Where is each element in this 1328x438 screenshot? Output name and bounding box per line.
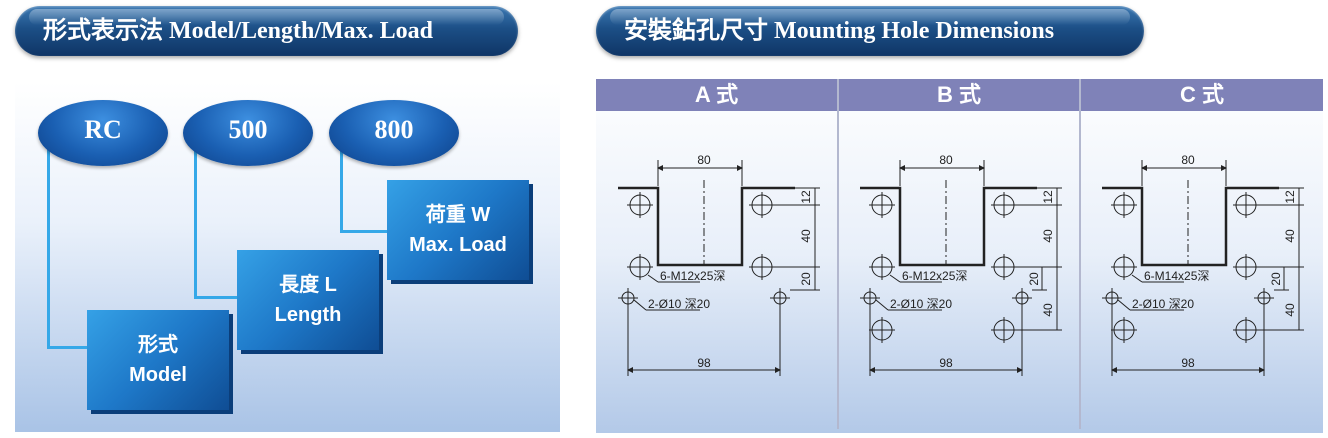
hole-label-a: 2-Ø10 深20 bbox=[648, 297, 710, 311]
dim-20-b: 20 bbox=[1027, 272, 1041, 286]
column-divider-1 bbox=[837, 79, 839, 429]
length-box-line2: Length bbox=[274, 304, 342, 326]
load-code-oval: 800 bbox=[329, 100, 459, 166]
dim-bottom-c: 98 bbox=[1181, 356, 1195, 370]
model-box-line1: 形式 bbox=[138, 334, 178, 356]
thread-label-a: 6-M12x25深 bbox=[660, 269, 725, 283]
model-box-line2: Model bbox=[129, 364, 187, 386]
connector-load-h bbox=[340, 230, 388, 233]
column-header-c: C 式 bbox=[1081, 79, 1323, 111]
mounting-title-banner: 安裝鉆孔尺寸 Mounting Hole Dimensions bbox=[596, 6, 1144, 56]
model-box: 形式 Model bbox=[87, 310, 229, 410]
dim-top-a: 80 bbox=[697, 153, 711, 167]
dim-40-c-lower: 40 bbox=[1283, 303, 1297, 317]
load-box-line2: Max. Load bbox=[409, 234, 507, 256]
column-header-b: B 式 bbox=[839, 79, 1079, 111]
dim-40-b: 40 bbox=[1041, 229, 1055, 243]
connector-length-h bbox=[194, 296, 238, 299]
mounting-drawing-b: 80 98 6-M12x25深 2-Ø10 深20 12 40 20 40 bbox=[860, 153, 1062, 376]
connector-model bbox=[47, 130, 50, 348]
load-box: 荷重 W Max. Load bbox=[387, 180, 529, 280]
dim-12-c: 12 bbox=[1283, 190, 1297, 204]
column-header-a: A 式 bbox=[596, 79, 837, 111]
dim-20-a: 20 bbox=[799, 272, 813, 286]
length-box: 長度 L Length bbox=[237, 250, 379, 350]
connector-load bbox=[340, 130, 343, 232]
mounting-drawing-a: 80 98 6-M12x25深 2-Ø10 深20 12 40 20 bbox=[618, 153, 820, 376]
length-box-line1: 長度 L bbox=[279, 274, 337, 296]
dim-12-b: 12 bbox=[1041, 190, 1055, 204]
connector-length bbox=[194, 130, 197, 298]
dim-40-b-lower: 40 bbox=[1041, 303, 1055, 317]
model-title-banner: 形式表示法 Model/Length/Max. Load bbox=[15, 6, 518, 56]
dim-40-c: 40 bbox=[1283, 229, 1297, 243]
dim-12-a: 12 bbox=[799, 190, 813, 204]
thread-label-c: 6-M14x25深 bbox=[1144, 269, 1209, 283]
mounting-title: 安裝鉆孔尺寸 Mounting Hole Dimensions bbox=[624, 18, 1055, 44]
model-title: 形式表示法 Model/Length/Max. Load bbox=[43, 18, 434, 44]
hole-label-c: 2-Ø10 深20 bbox=[1132, 297, 1194, 311]
thread-label-b: 6-M12x25深 bbox=[902, 269, 967, 283]
mounting-drawing-c: 80 98 6-M14x25深 2-Ø10 深20 12 40 20 40 bbox=[1102, 153, 1304, 376]
dim-20-c: 20 bbox=[1269, 272, 1283, 286]
dim-bottom-b: 98 bbox=[939, 356, 953, 370]
dim-bottom-a: 98 bbox=[697, 356, 711, 370]
column-divider-2 bbox=[1079, 79, 1081, 429]
dim-40-a: 40 bbox=[799, 229, 813, 243]
mounting-diagram-panel bbox=[596, 76, 1323, 433]
model-code-oval: RC bbox=[38, 100, 168, 166]
dim-top-b: 80 bbox=[939, 153, 953, 167]
dim-top-c: 80 bbox=[1181, 153, 1195, 167]
load-box-line1: 荷重 W bbox=[425, 204, 491, 226]
hole-label-b: 2-Ø10 深20 bbox=[890, 297, 952, 311]
length-code-oval: 500 bbox=[183, 100, 313, 166]
connector-model-h bbox=[47, 346, 87, 349]
